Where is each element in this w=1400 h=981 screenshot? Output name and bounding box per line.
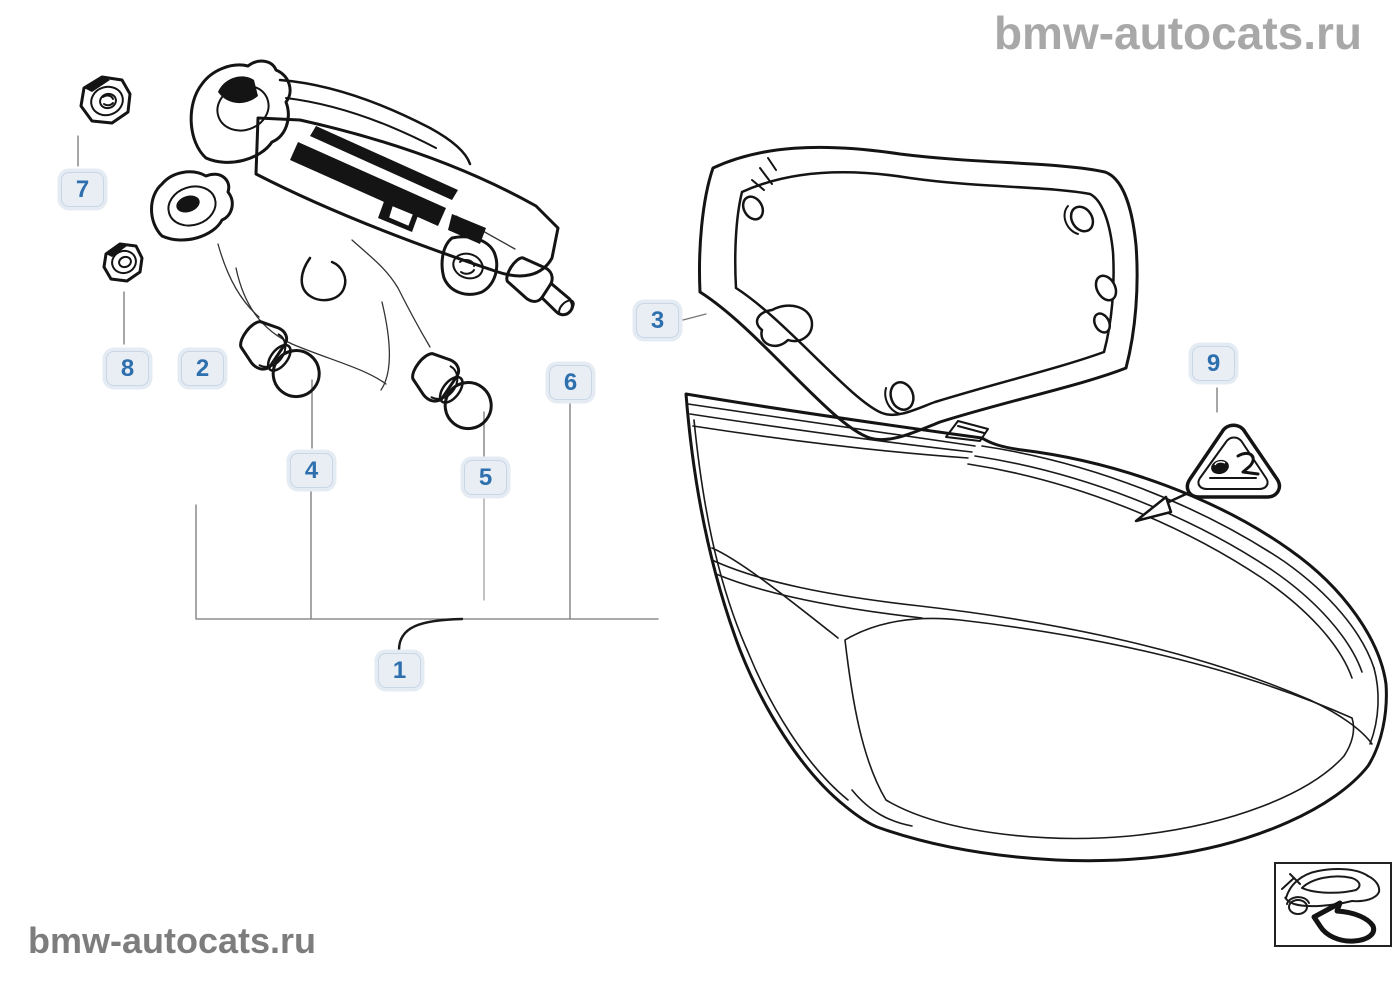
- callout-6[interactable]: 6: [549, 365, 592, 400]
- watermark-top-right: bmw-autocats.ru: [993, 7, 1362, 59]
- callout-3[interactable]: 3: [636, 303, 679, 338]
- callout-7[interactable]: 7: [61, 172, 104, 207]
- leader-1-curve: [397, 617, 464, 652]
- warning-label-triangle: [1134, 423, 1282, 523]
- bulb-6: [505, 256, 575, 317]
- callout-4[interactable]: 4: [290, 453, 333, 488]
- wire-to-bulb-5: [351, 239, 431, 348]
- bulb-5: [411, 352, 493, 431]
- callout-8[interactable]: 8: [106, 351, 149, 386]
- leader-3: [682, 313, 707, 321]
- callout-2[interactable]: 2: [181, 351, 224, 386]
- hex-nut-top: [79, 75, 132, 125]
- callout-9[interactable]: 9: [1192, 346, 1235, 381]
- hex-nut-left: [102, 242, 144, 283]
- callout-1[interactable]: 1: [378, 653, 421, 688]
- bulb-4: [239, 320, 321, 399]
- car-rear-location-arrow-icon: [1281, 867, 1381, 944]
- callout-5[interactable]: 5: [464, 460, 507, 495]
- leader-lines: [77, 135, 1218, 652]
- tail-light-assembly: [684, 392, 1388, 863]
- watermark-bottom-left: bmw-autocats.ru: [28, 920, 317, 961]
- location-block-arrow: [1311, 900, 1377, 944]
- car-location-thumbnail[interactable]: [1274, 862, 1392, 947]
- pointer-arrowhead: [1134, 495, 1173, 523]
- gasket-seal: [698, 145, 1139, 442]
- bulb-carrier: [150, 59, 560, 391]
